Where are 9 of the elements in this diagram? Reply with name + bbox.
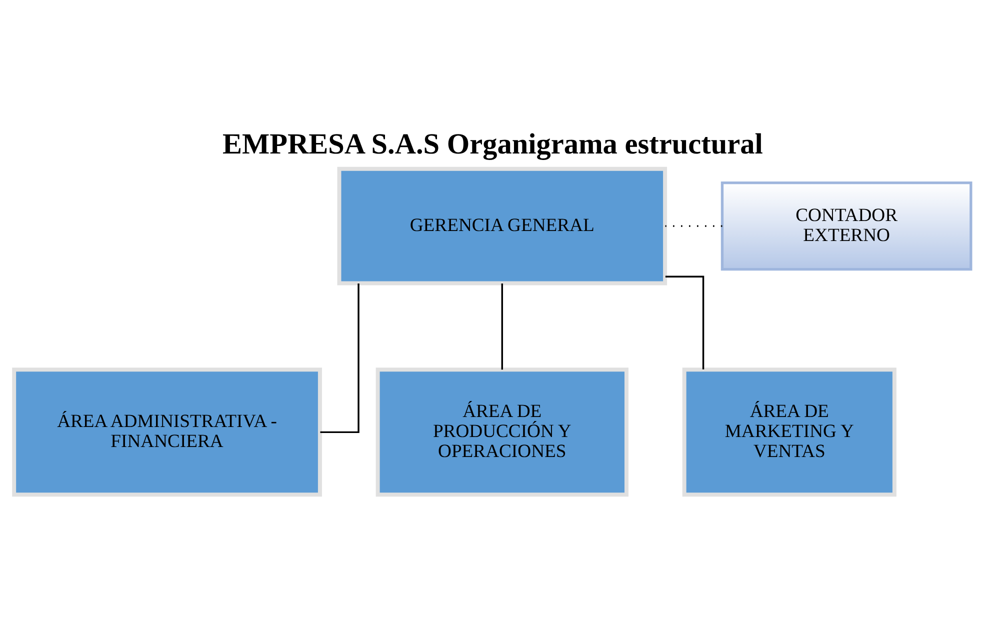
- diagram-title: EMPRESA S.A.S Organigrama estructural: [222, 128, 763, 160]
- connector: [501, 282, 503, 370]
- node-box: ÁREA ADMINISTRATIVA - FINANCIERA: [12, 367, 322, 496]
- node-box: CONTADOR EXTERNO: [720, 181, 972, 270]
- node-box: ÁREA DE MARKETING Y VENTAS: [682, 367, 896, 496]
- connector: [320, 282, 360, 433]
- connector: [665, 275, 704, 369]
- node-box: GERENCIA GENERAL: [337, 166, 668, 285]
- node-box: ÁREA DE PRODUCCIÓN Y OPERACIONES: [376, 367, 628, 496]
